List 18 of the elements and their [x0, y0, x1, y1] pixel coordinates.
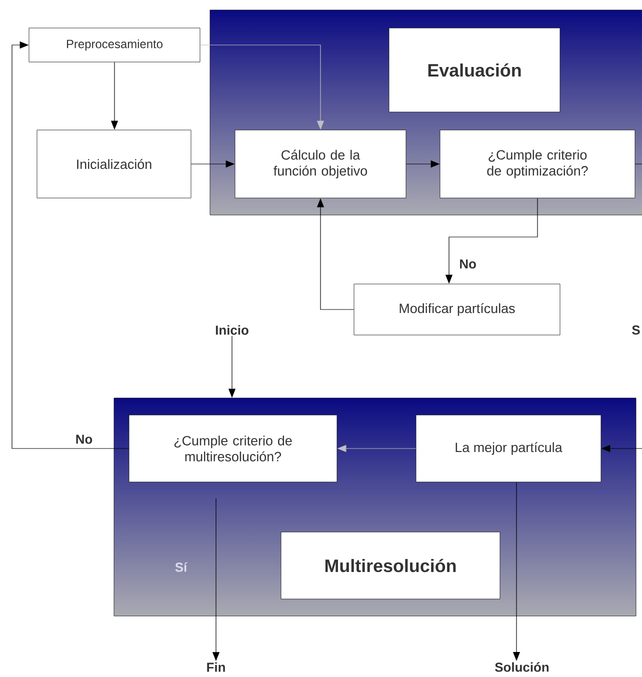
- process-box: Inicialización: [36, 130, 192, 198]
- terminal-label: Inicio: [216, 325, 248, 335]
- terminal-label: Fin: [207, 662, 225, 672]
- process-box: ¿Cumple criterio de multiresolución?: [128, 414, 338, 482]
- process-box: La mejor partícula: [416, 414, 602, 482]
- edge-label: No: [74, 434, 94, 445]
- process-box: Preprocesamiento: [28, 28, 200, 62]
- edge-label: S: [630, 324, 642, 336]
- process-box: Modificar partículas: [354, 284, 560, 336]
- terminal-label: Solución: [495, 662, 549, 672]
- edge-label: Sí: [175, 562, 188, 572]
- process-box: ¿Cumple criterio de optimización?: [440, 130, 636, 198]
- edge-label: No: [458, 258, 478, 270]
- arrow: [12, 41, 130, 449]
- section-band: [210, 10, 642, 216]
- section-title-box: Evaluación: [388, 28, 560, 112]
- process-box: Cálculo de la función objetivo: [234, 130, 406, 198]
- section-title-box: Multiresolución: [280, 532, 500, 600]
